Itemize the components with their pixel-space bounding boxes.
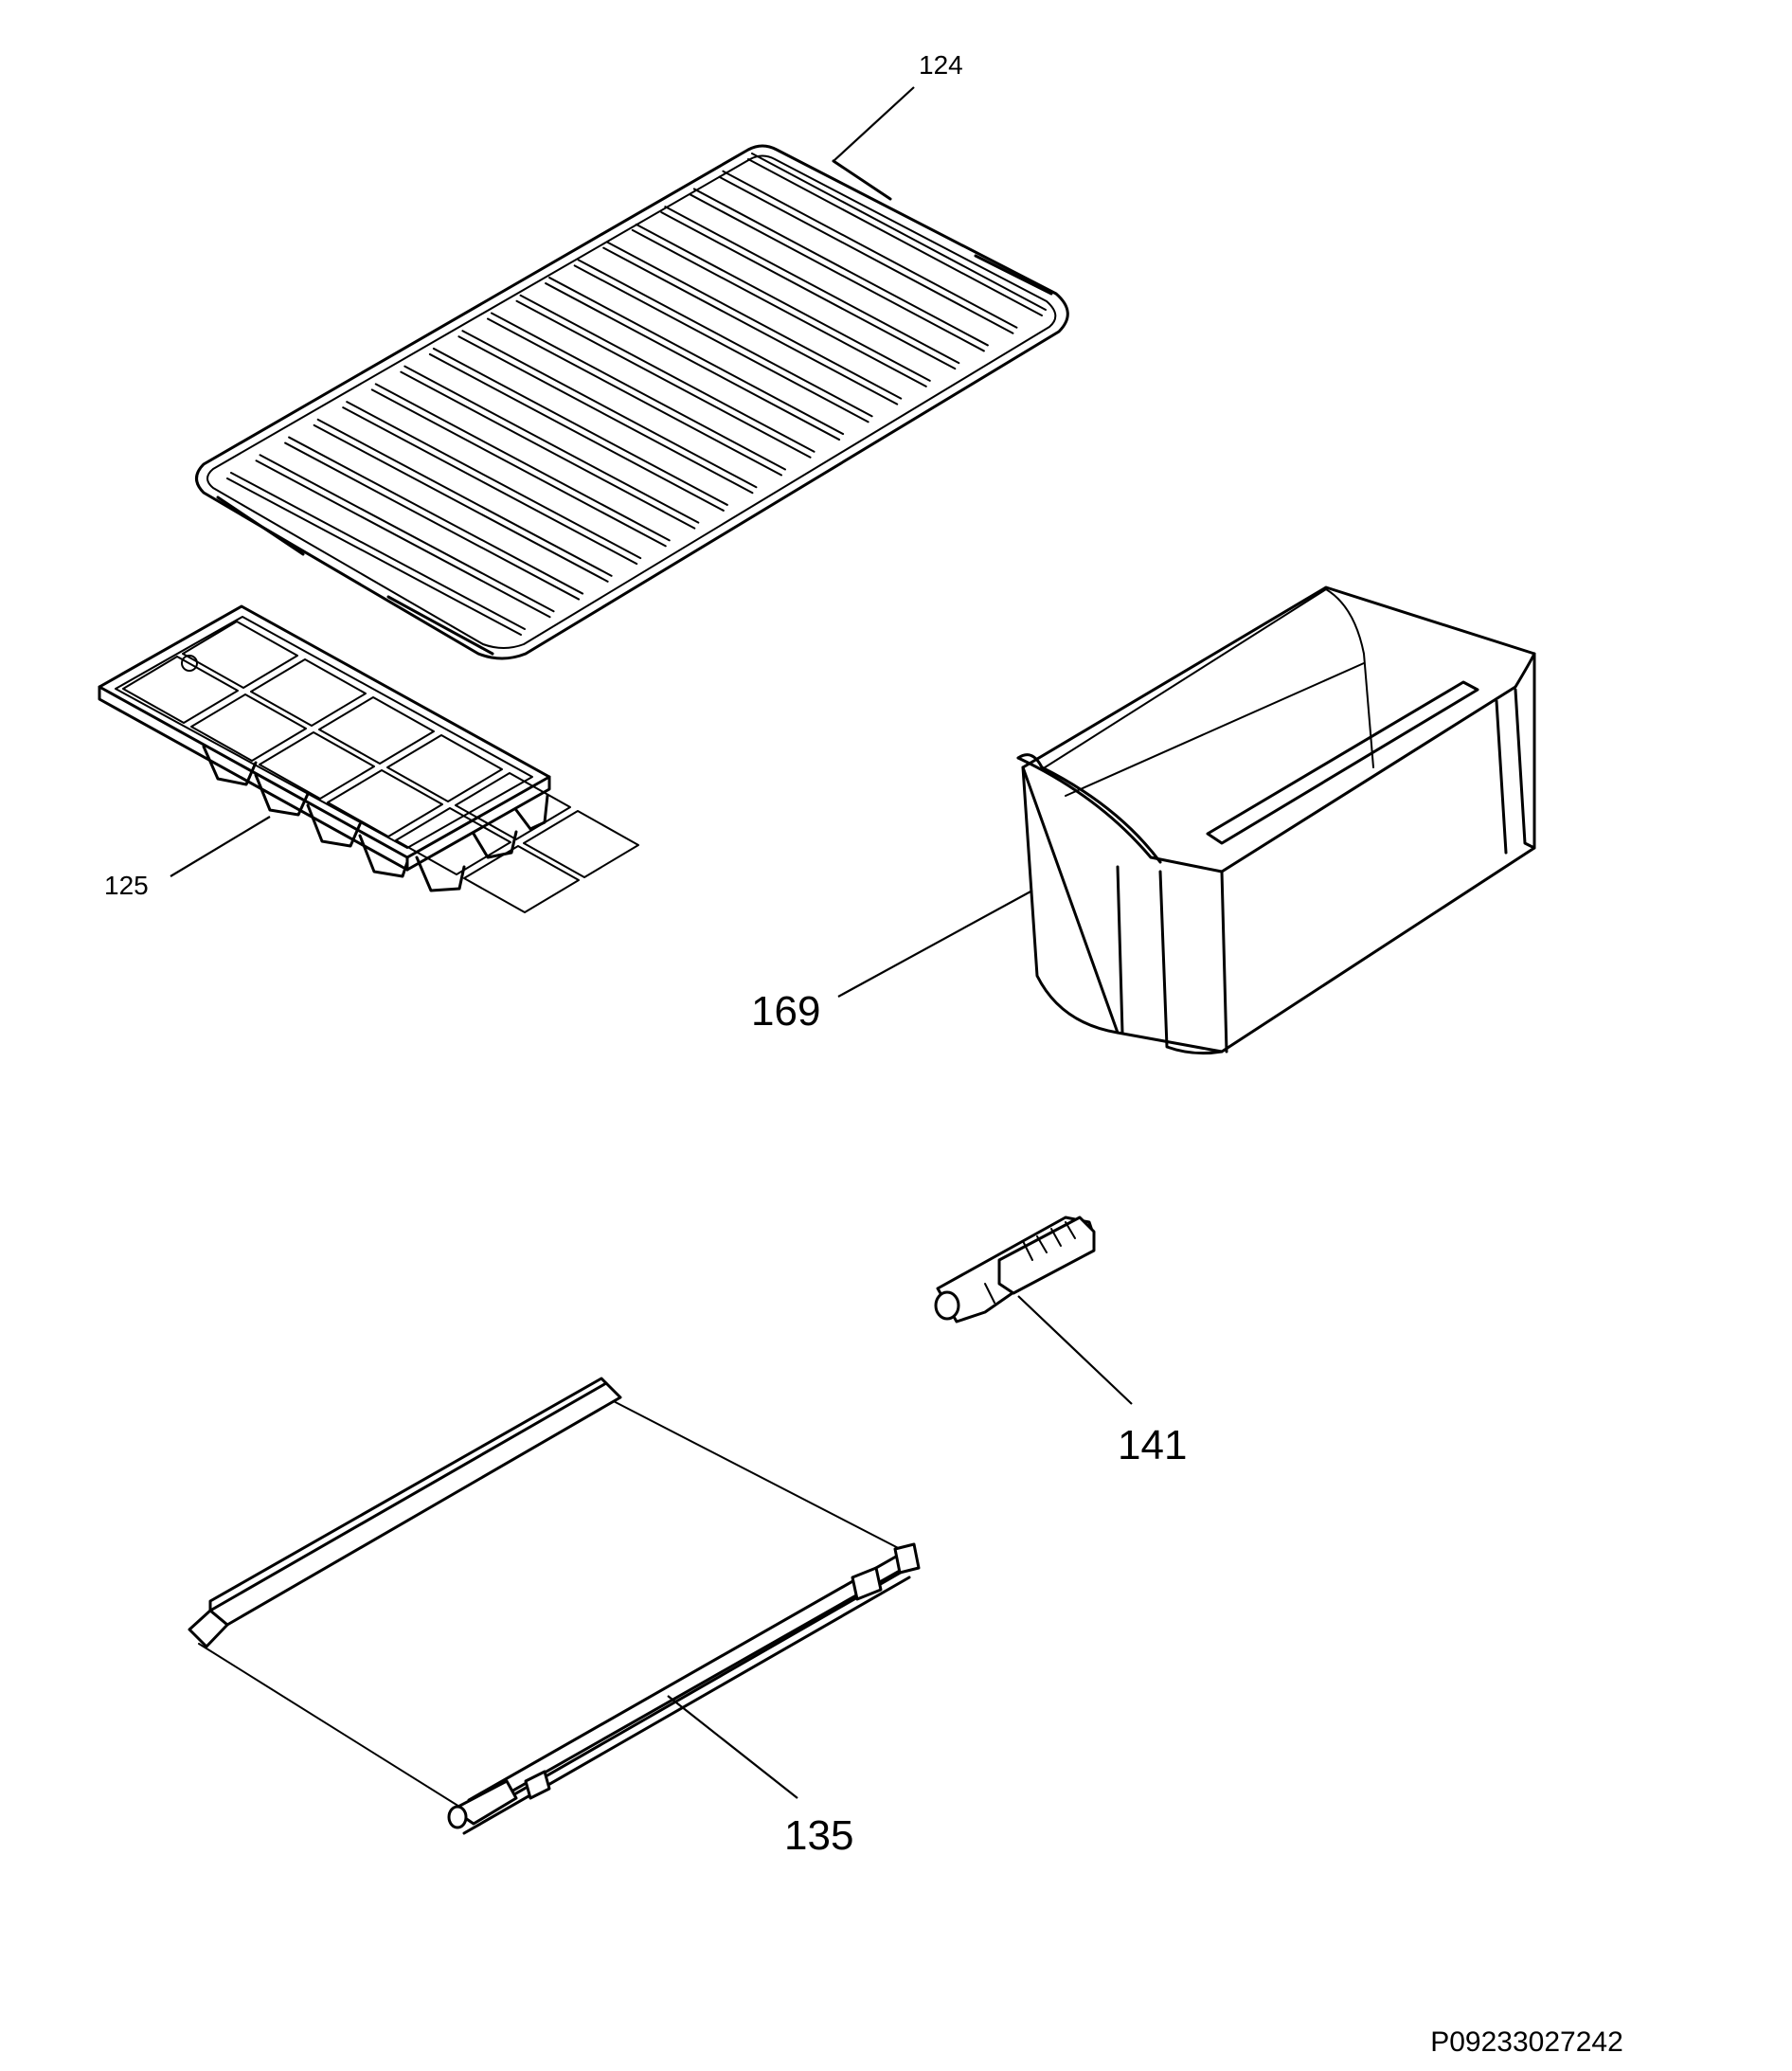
ice-cell bbox=[190, 693, 307, 762]
ice-cell bbox=[463, 845, 580, 913]
wire-shelf-part bbox=[195, 144, 1069, 660]
wire-bar bbox=[487, 312, 786, 477]
wire-bar bbox=[342, 401, 642, 566]
ice-cell bbox=[122, 656, 239, 724]
leader-135 bbox=[667, 1695, 798, 1799]
wire-bar bbox=[255, 454, 555, 619]
wire-bar bbox=[747, 153, 1047, 316]
ice-cell bbox=[395, 807, 511, 875]
wire-bar bbox=[226, 472, 526, 636]
wire-bar bbox=[313, 418, 613, 583]
wire-bar bbox=[602, 241, 903, 405]
ice-cell bbox=[327, 769, 443, 837]
ice-tray-part bbox=[98, 604, 639, 913]
wire-bar bbox=[545, 277, 845, 441]
wire-bar bbox=[660, 206, 960, 370]
leader-lines bbox=[170, 86, 1133, 1799]
hinge-pin-part bbox=[934, 1216, 1096, 1324]
leader-124 bbox=[833, 86, 915, 162]
drawer-part bbox=[1016, 585, 1536, 1055]
glass-shelf-part bbox=[188, 1377, 921, 1835]
wire-bar bbox=[689, 188, 989, 352]
wire-bar bbox=[631, 223, 931, 387]
ice-cell bbox=[523, 810, 639, 878]
callout-125: 125 bbox=[104, 871, 149, 900]
ice-cell bbox=[259, 731, 375, 800]
ice-cell bbox=[182, 621, 298, 689]
leader-169 bbox=[837, 890, 1033, 998]
wire-bar bbox=[428, 347, 728, 512]
ice-cell bbox=[318, 696, 435, 765]
callout-135: 135 bbox=[784, 1812, 853, 1859]
wire-bar bbox=[400, 365, 700, 530]
wire-bar bbox=[457, 330, 758, 495]
ice-cell bbox=[455, 772, 571, 840]
callout-124: 124 bbox=[919, 50, 963, 80]
callout-169: 169 bbox=[751, 988, 820, 1035]
wire-bar bbox=[284, 436, 584, 601]
wire-bar bbox=[718, 170, 1018, 334]
leader-141 bbox=[1017, 1295, 1133, 1405]
callout-141: 141 bbox=[1118, 1422, 1187, 1468]
wire-bar bbox=[370, 383, 671, 548]
leader-125 bbox=[170, 816, 271, 877]
ice-cell bbox=[386, 734, 503, 802]
document-id: P09233027242 bbox=[1430, 2026, 1623, 2058]
wire-bar bbox=[573, 259, 873, 423]
ice-cell bbox=[250, 658, 367, 727]
wire-bar bbox=[515, 294, 815, 459]
